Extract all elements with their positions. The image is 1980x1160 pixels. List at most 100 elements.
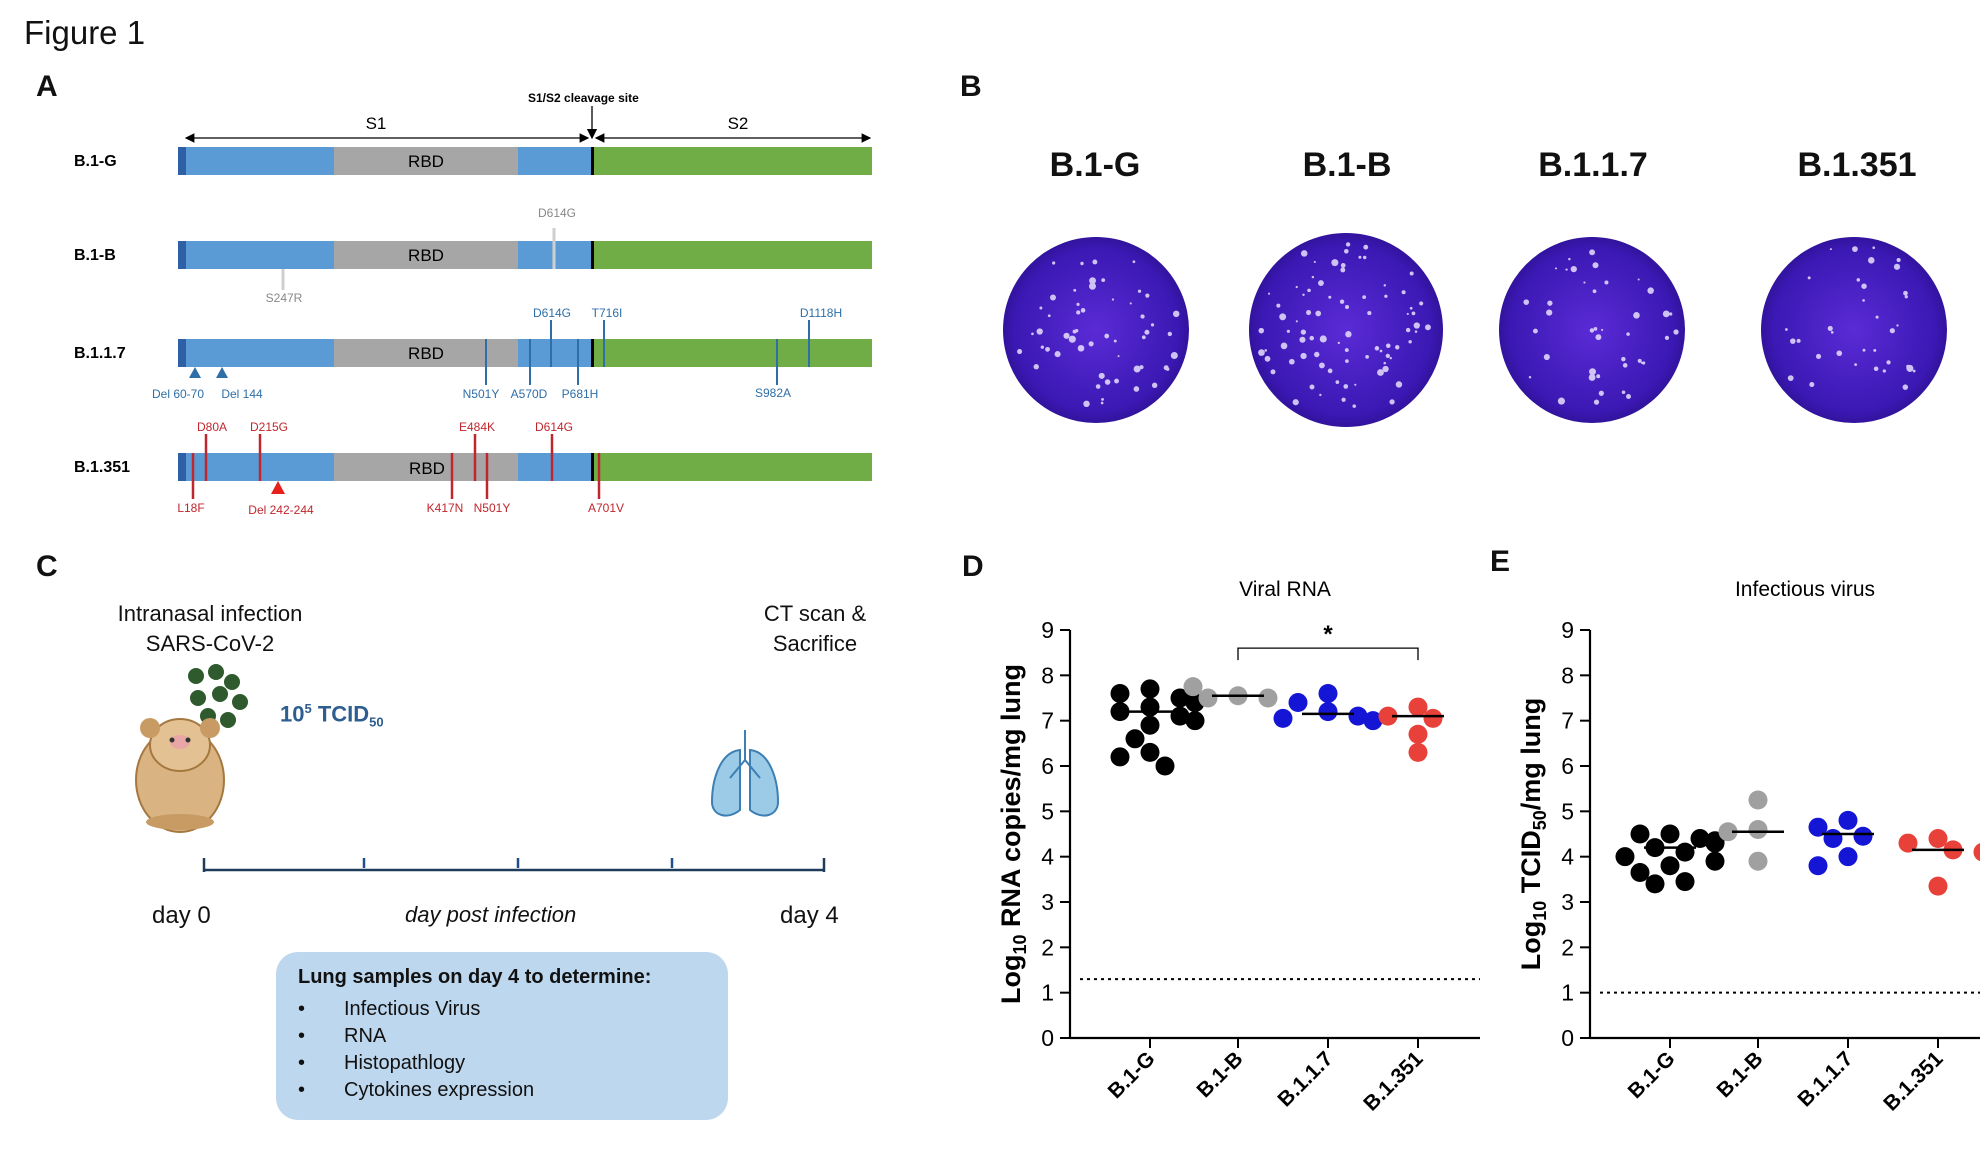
- data-point: [1318, 702, 1338, 722]
- mutation-d1118h: D1118H: [800, 306, 842, 320]
- y-tick-label: 0: [1561, 1025, 1574, 1051]
- dose-unit: TCID: [311, 701, 370, 727]
- y-tick-label: 9: [1041, 617, 1054, 643]
- list-item: •Histopathlogy: [298, 1052, 466, 1074]
- cleavage-site-label: S1/S2 cleavage site: [528, 91, 639, 105]
- day0-label: day 0: [152, 902, 211, 929]
- panel-a-spike-schematic: S1/S2 cleavage site S1 S2 B.1-G RBD B.1-…: [74, 91, 872, 517]
- data-point: [1140, 679, 1160, 699]
- lung-samples-box: Lung samples on day 4 to determine: •Inf…: [276, 952, 728, 1120]
- mutation-s982a: S982A: [755, 386, 791, 400]
- data-point: [1185, 711, 1205, 731]
- y-tick-label: 7: [1041, 708, 1054, 734]
- mutation-a570d: A570D: [511, 387, 548, 401]
- lungs-icon: [710, 730, 780, 817]
- data-point: [1273, 708, 1293, 728]
- plaque-well-b1351: [1761, 237, 1947, 423]
- mutation-del-242-244: Del 242-244: [248, 503, 314, 517]
- plaque-well-b1g: [1003, 237, 1189, 423]
- x-tick-label: B.1.1.7: [1793, 1047, 1857, 1111]
- variant-name: B.1.1.7: [74, 345, 126, 362]
- data-point: [1288, 693, 1308, 713]
- data-point: [1155, 756, 1175, 776]
- y-tick-label: 1: [1561, 980, 1574, 1006]
- x-tick-label: B.1-G: [1624, 1047, 1680, 1103]
- mutation-k417n: K417N: [427, 501, 464, 515]
- plaque-label-b1351: B.1.351: [1797, 146, 1917, 184]
- y-tick-label: 9: [1561, 617, 1574, 643]
- dose-label: 105 TCID50: [280, 701, 384, 730]
- variant-row-b117: B.1.1.7 RBD D614G T716I D1118H Del 60-70…: [74, 306, 872, 401]
- rbd-label: RBD: [408, 246, 444, 265]
- deletion-marker: [216, 367, 228, 378]
- x-tick-label: B.1.351: [1879, 1047, 1947, 1115]
- data-point: [1705, 833, 1725, 853]
- data-point: [1705, 851, 1725, 871]
- virus-particles-icon: [188, 664, 248, 728]
- data-point: [1630, 824, 1650, 844]
- data-point: [1110, 683, 1130, 703]
- figure-title: Figure 1: [24, 14, 146, 51]
- day4-label: day 4: [780, 902, 839, 929]
- list-item: •Infectious Virus: [298, 998, 481, 1020]
- s2-label: S2: [728, 114, 749, 133]
- data-point: [1408, 742, 1428, 762]
- data-point: [1183, 677, 1203, 697]
- data-point: [1630, 863, 1650, 883]
- data-point: [1258, 688, 1278, 708]
- y-tick-label: 3: [1041, 889, 1054, 915]
- panel-label-d: D: [962, 550, 984, 583]
- data-point: [1660, 824, 1680, 844]
- y-tick-label: 2: [1041, 934, 1054, 960]
- data-point: [1675, 842, 1695, 862]
- data-point: [1928, 829, 1948, 849]
- end-label-line1: CT scan &: [763, 601, 867, 626]
- y-tick-label: 6: [1561, 753, 1574, 779]
- panel-label-a: A: [36, 70, 58, 103]
- variant-name: B.1-G: [74, 153, 117, 170]
- deletion-marker: [189, 367, 201, 378]
- y-tick-label: 0: [1041, 1025, 1054, 1051]
- deletion-marker: [271, 481, 285, 494]
- data-point: [1348, 706, 1368, 726]
- data-point: [1408, 724, 1428, 744]
- mutation-l18f: L18F: [177, 501, 204, 515]
- mutation-t716i: T716I: [592, 306, 623, 320]
- mutation-d614g: D614G: [533, 306, 571, 320]
- data-point: [1838, 810, 1858, 830]
- mutation-d215g: D215G: [250, 420, 288, 434]
- data-point: [1615, 847, 1635, 867]
- data-point: [1748, 819, 1768, 839]
- mutation-d80a: D80A: [197, 420, 227, 434]
- data-point: [1408, 697, 1428, 717]
- rbd-label: RBD: [409, 459, 445, 478]
- x-tick-label: B.1.351: [1359, 1047, 1427, 1115]
- mutation-a701v: A701V: [588, 501, 624, 515]
- y-tick-label: 5: [1561, 798, 1574, 824]
- rbd-label: RBD: [408, 152, 444, 171]
- significance-bracket: [1237, 647, 1419, 661]
- y-tick-label: 4: [1561, 844, 1574, 870]
- panel-label-e: E: [1490, 545, 1511, 578]
- mutation-d614g: D614G: [538, 206, 576, 220]
- plaque-wells: [1003, 233, 1947, 427]
- variant-name: B.1.351: [74, 459, 130, 476]
- data-point: [1198, 688, 1218, 708]
- mutation-s247r: S247R: [266, 291, 303, 305]
- mutation-n501y: N501Y: [474, 501, 511, 515]
- variant-row-b1351: B.1.351 RBD D80A D215G E484K D614G L18F …: [74, 420, 872, 517]
- data-point: [1853, 826, 1873, 846]
- data-point: [1140, 697, 1160, 717]
- y-tick-label: 1: [1041, 980, 1054, 1006]
- data-point: [1718, 822, 1738, 842]
- dose-base: 10: [280, 701, 305, 727]
- data-point: [1170, 688, 1190, 708]
- x-tick-label: B.1-B: [1192, 1047, 1247, 1102]
- variant-name: B.1-B: [74, 247, 116, 264]
- data-point: [1110, 747, 1130, 767]
- infection-label-line2: SARS-CoV-2: [145, 631, 275, 656]
- dose-exponent: 5: [304, 701, 312, 716]
